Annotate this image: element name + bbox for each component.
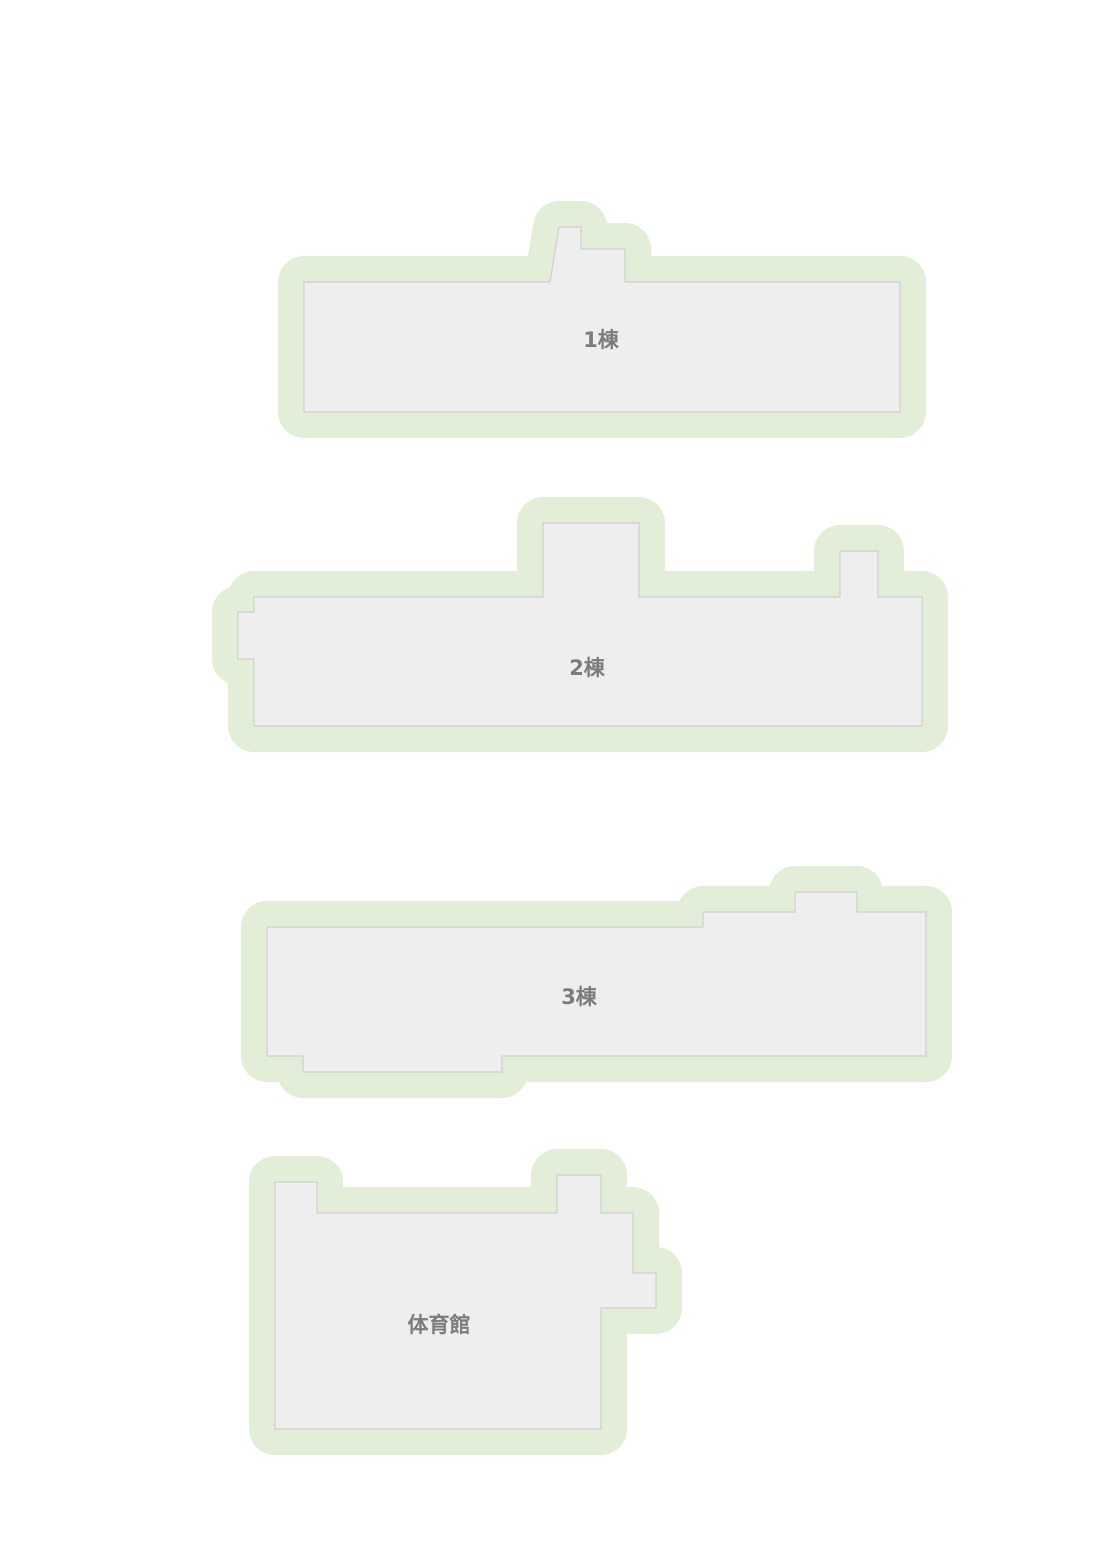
building-1-footprint[interactable] [303,226,901,413]
building-3[interactable]: 3棟 [241,866,952,1098]
gymnasium-label: 体育館 [408,1313,471,1337]
gymnasium-footprint[interactable] [274,1174,657,1430]
building-2-footprint[interactable] [237,522,923,727]
gymnasium[interactable]: 体育館 [249,1149,682,1455]
building-3-footprint[interactable] [266,891,927,1073]
building-2-label: 2棟 [569,656,606,680]
building-2[interactable]: 2棟 [212,497,948,752]
building-1-label: 1棟 [583,328,620,352]
building-3-label: 3棟 [561,985,598,1009]
building-1[interactable]: 1棟 [278,201,926,438]
